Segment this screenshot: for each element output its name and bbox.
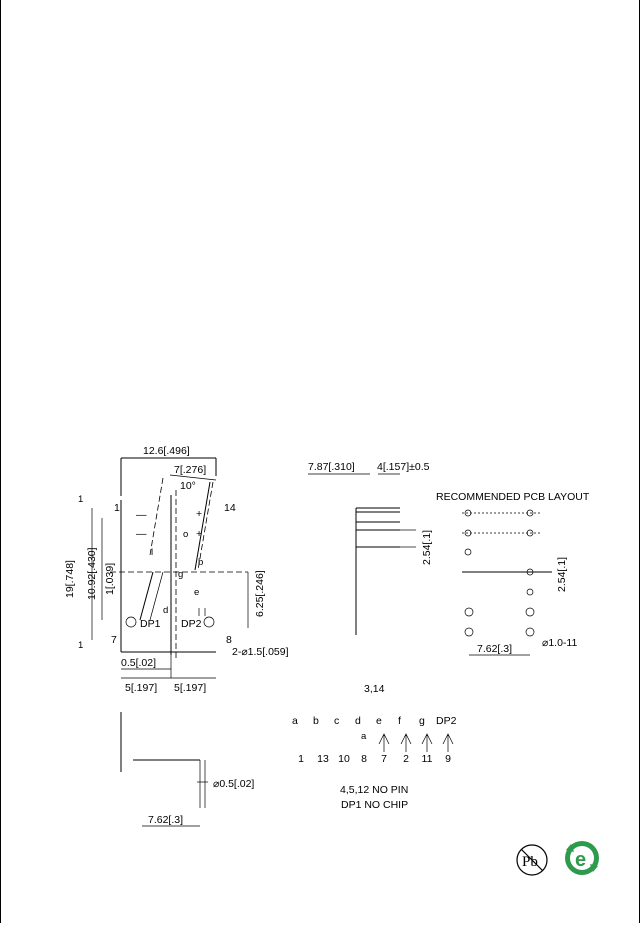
- note-no-pin: 4,5,12 NO PIN: [340, 784, 408, 796]
- pb-free-logo: Pb: [516, 844, 548, 876]
- segment-name: b: [313, 715, 319, 727]
- pcb-layout: RECOMMENDED PCB LAYOUT 2.54[.1] 7.62[.3]…: [436, 491, 590, 656]
- dim-pin-length: 4[.157]±0.5: [377, 461, 430, 473]
- svg-text:1: 1: [78, 494, 83, 505]
- svg-text:1: 1: [78, 640, 83, 651]
- pcb-hole: [525, 607, 535, 617]
- pin-number: 7: [381, 753, 387, 765]
- dim-pin-pitch-right: 5[.197]: [174, 682, 206, 694]
- dim-pcb-hole: ⌀1.0-11: [542, 637, 577, 649]
- dim-pcb-pitch: 2.54[.1]: [556, 557, 568, 592]
- stray-mark-a: a: [361, 731, 367, 742]
- front-view: 12.6[.496] 7[.276] 10° 19[.748] 10.92[.4…: [64, 445, 289, 694]
- note-no-chip: DP1 NO CHIP: [341, 799, 408, 811]
- eco-logo: e: [565, 841, 599, 875]
- svg-text:—: —: [136, 509, 147, 521]
- dp1-circle: [125, 616, 137, 628]
- pin-number: 9: [445, 753, 451, 765]
- pin-number: 11: [422, 753, 433, 765]
- dim-pcb-row-spacing: 7.62[.3]: [477, 643, 512, 655]
- dim-depth: 7.87[.310]: [308, 461, 355, 473]
- dim-mounting-holes: 2-⌀1.5[.059]: [232, 646, 289, 658]
- pcb-hole: [464, 627, 474, 637]
- dim-total-height: 19[.748]: [64, 560, 76, 598]
- pcb-layout-title: RECOMMENDED PCB LAYOUT: [436, 491, 590, 503]
- dim-digit-width: 7[.276]: [174, 464, 206, 476]
- dim-dp-offset: 6.25[.246]: [254, 570, 266, 617]
- segment-name: f: [398, 715, 401, 727]
- svg-text:e: e: [575, 849, 586, 871]
- segment-name: c: [334, 715, 339, 727]
- pin-row: 1 13 10 8 7 2 11 9: [298, 753, 451, 765]
- pin-number: 13: [317, 753, 329, 765]
- dim-segment-width: 1[.039]: [104, 563, 116, 595]
- svg-text:—: —: [136, 528, 147, 540]
- segment-label-d: d: [163, 605, 168, 616]
- segment-row: a b c d e f g DP2: [292, 715, 457, 727]
- pin-label-1: 1: [114, 502, 120, 514]
- dp2-circle: [203, 616, 215, 628]
- segment-name: a: [292, 715, 298, 727]
- pin-label-7: 7: [111, 634, 117, 646]
- dim-total-width: 12.6[.496]: [143, 445, 190, 457]
- pcb-hole: [464, 607, 474, 617]
- pin-label-8: 8: [226, 634, 232, 646]
- dim-pin-pitch-left: 5[.197]: [125, 682, 157, 694]
- segment-label-b: b: [198, 557, 203, 568]
- segment-label-e: e: [194, 587, 199, 598]
- svg-text:+: +: [196, 508, 202, 520]
- pin-number: 10: [338, 753, 350, 765]
- bottom-view: ⌀0.5[.02] 7.62[.3]: [120, 712, 254, 827]
- segment-name: e: [376, 715, 382, 727]
- dim-segment-height: 10.92[.430]: [86, 547, 98, 600]
- svg-text:+: +: [196, 528, 202, 540]
- dim-bottom-row-spacing: 7.62[.3]: [148, 814, 183, 826]
- pin-number: 8: [361, 753, 367, 765]
- pcb-hole: [525, 627, 535, 637]
- dim-bottom-offset: 0.5[.02]: [121, 657, 156, 669]
- pin-label-14: 14: [224, 502, 236, 514]
- svg-text:o: o: [183, 529, 188, 540]
- pin-number: 1: [298, 753, 304, 765]
- pin-mapping: 3,14 a b c d e f g DP2 1 13 10 8 7 2 11 9 a 4,5,12 NO …: [292, 683, 457, 811]
- dp1-label: DP1: [140, 618, 161, 630]
- segment-label-g: g: [178, 569, 183, 580]
- dp2-label: DP2: [181, 618, 202, 630]
- svg-text:l: l: [151, 547, 153, 558]
- svg-text:Pb: Pb: [522, 854, 538, 870]
- common-pins: 3,14: [364, 683, 385, 695]
- segment-name: d: [355, 715, 361, 727]
- slant-angle: 10°: [180, 480, 196, 492]
- dim-pin-diameter: ⌀0.5[.02]: [213, 778, 254, 790]
- dim-side-pitch: 2.54[.1]: [421, 530, 433, 565]
- side-view: 7.87[.310] 4[.157]±0.5 2.54[.1]: [308, 461, 433, 635]
- pin-number: 2: [403, 753, 409, 765]
- segment-name: g: [419, 715, 425, 727]
- segment-name: DP2: [436, 715, 457, 727]
